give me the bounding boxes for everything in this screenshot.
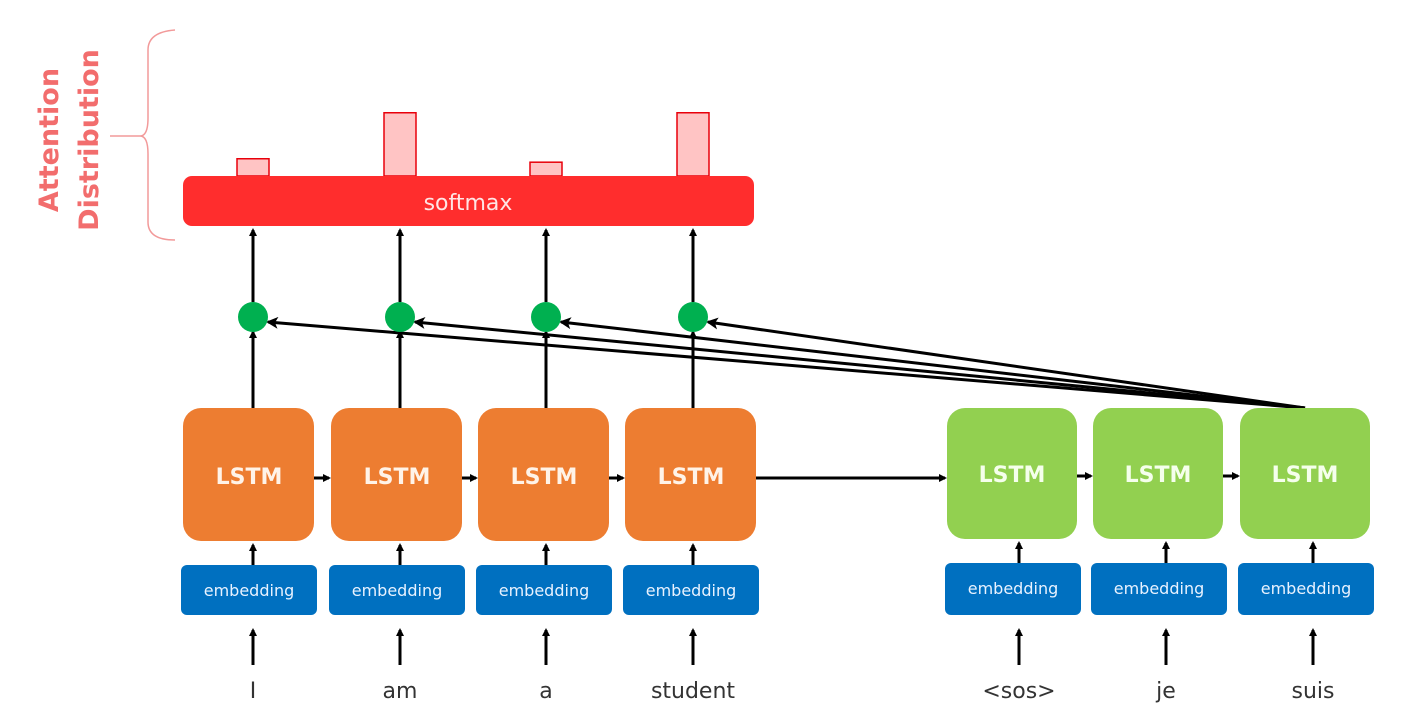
embedding-box [945, 563, 1081, 615]
attention-bars [236, 112, 710, 177]
embedding-box [329, 565, 465, 615]
attention-bar [529, 161, 563, 177]
embedding-box [623, 565, 759, 615]
attention-query-arrow [559, 317, 1306, 410]
lstm-label: LSTM [1125, 463, 1192, 488]
embedding-box [181, 565, 317, 615]
title-line1: Attention [34, 68, 65, 212]
lstm-label: LSTM [364, 465, 431, 490]
encoder-lstm-cell [625, 408, 756, 541]
lstm-label: LSTM [979, 463, 1046, 488]
input-word: a [539, 679, 552, 704]
input-word: I [250, 679, 257, 704]
dot-product-node [238, 302, 268, 332]
embedding-label: embedding [352, 581, 442, 600]
embedding-label: embedding [1114, 579, 1204, 598]
title-line2: Distribution [74, 49, 105, 231]
input-word: <sos> [982, 679, 1055, 704]
lstm-label: LSTM [1272, 463, 1339, 488]
encoder-lstm-cell [331, 408, 462, 541]
attention-bar [236, 158, 270, 177]
decoder-lstm-cell [1240, 408, 1370, 539]
lstm-label: LSTM [511, 465, 578, 490]
dot-product-node [678, 302, 708, 332]
embedding-box [1238, 563, 1374, 615]
embedding-box [476, 565, 612, 615]
embedding-label: embedding [499, 581, 589, 600]
attention-bar [383, 112, 417, 177]
embedding-label: embedding [1261, 579, 1351, 598]
softmax-box [183, 176, 754, 226]
embedding-label: embedding [204, 581, 294, 600]
attention-query-arrow [266, 316, 1306, 410]
decoder-lstm-cell [1093, 408, 1223, 539]
attention-query-arrow [413, 316, 1306, 410]
attention-distribution-label: Attention Distribution [34, 49, 105, 231]
dot-product-node [385, 302, 415, 332]
input-word: suis [1292, 679, 1335, 704]
lstm-label: LSTM [658, 465, 725, 490]
embedding-label: embedding [968, 579, 1058, 598]
dot-product-node [531, 302, 561, 332]
decoder: LSTM embedding <sos> LSTM embedding je LSTM emb… [945, 408, 1374, 704]
embedding-box [1091, 563, 1227, 615]
brace-icon [110, 29, 176, 241]
input-word: student [651, 679, 735, 704]
input-word: je [1155, 679, 1176, 704]
input-word: am [383, 679, 418, 704]
embedding-label: embedding [646, 581, 736, 600]
decoder-lstm-cell [947, 408, 1077, 539]
softmax-label: softmax [424, 191, 513, 216]
attention-bar [676, 112, 710, 177]
attention-query-arrow [706, 317, 1306, 410]
encoder-lstm-cell [478, 408, 609, 541]
lstm-label: LSTM [216, 465, 283, 490]
encoder-lstm-cell [183, 408, 314, 541]
connections [249, 228, 1317, 665]
